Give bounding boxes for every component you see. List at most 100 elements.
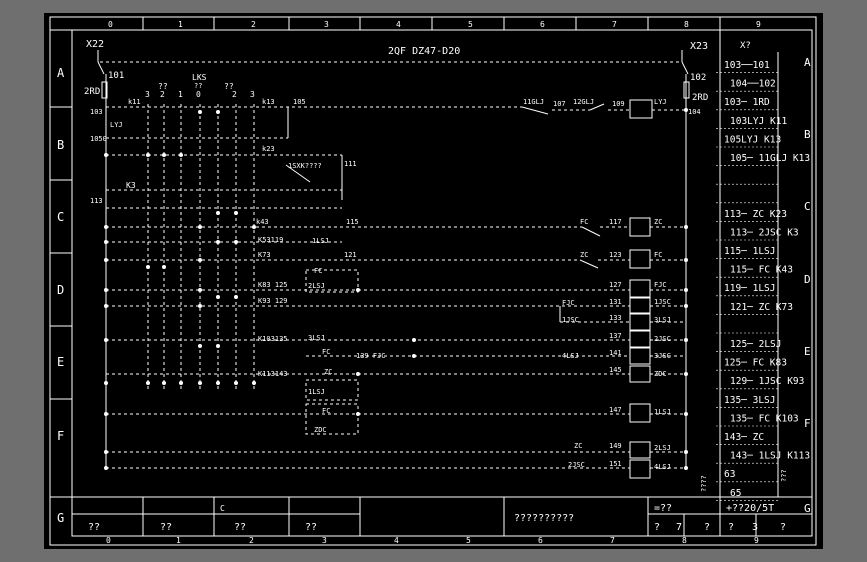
label-k3: K3 — [126, 181, 136, 190]
row-D-left: D — [57, 283, 64, 297]
terminal-row: 125─ FC K83 — [724, 358, 787, 369]
node-105: 105 — [293, 98, 306, 106]
row-E-left: E — [57, 355, 64, 369]
col-1-top: 1 — [178, 20, 183, 29]
title-block: C ?? ?? ?? ?? ?????????? =?? +??20/5T ? … — [72, 496, 812, 536]
label-k53: K53119 — [258, 236, 283, 244]
coil-1lsj — [629, 403, 651, 423]
page-2: ? — [704, 522, 710, 533]
label-113: 113 — [90, 197, 103, 205]
label-145: 145 — [609, 366, 622, 374]
label-2lsj-coil: 2LSJ — [654, 444, 671, 452]
col-5-top: 5 — [468, 20, 473, 29]
label-1jsc-coil: 1JSC — [654, 298, 671, 306]
node-102: 102 — [690, 73, 706, 83]
node-104: 104 — [688, 108, 701, 116]
rung-129: K93 129 FJC 131 1JSC 1JSC 133 3LSJ — [106, 296, 686, 331]
coil-1jsc — [629, 296, 651, 314]
terminal-row: 113─ 2JSC K3 — [730, 227, 799, 238]
terminal-row: 115─ FC K43 — [730, 265, 793, 276]
terminal-row: 115─ 1LSJ — [724, 246, 775, 257]
row-B-left: B — [57, 138, 64, 152]
row-E-right: E — [804, 345, 811, 358]
page-5: ? — [780, 522, 786, 533]
row-ruler-right: A B C D E F G — [804, 56, 811, 515]
label-1lsj-b: 1LSJ — [308, 388, 325, 396]
label-115: 115 — [346, 218, 359, 226]
label-131: 131 — [609, 298, 622, 306]
label-2lsj: 2LSJ — [308, 282, 325, 290]
switch-pos-right-2: 2 — [232, 90, 237, 99]
label-k113: K113143 — [258, 370, 288, 378]
label-zc-149: ZC — [574, 442, 582, 450]
label-141: 141 — [609, 349, 622, 357]
col-0-top: 0 — [108, 20, 113, 29]
label-lyj: LYJ — [110, 121, 123, 129]
switch-label2: ?? — [194, 82, 202, 90]
column-ruler-top: 0 1 2 3 4 5 6 7 8 9 — [108, 17, 761, 30]
rung-k23: k23 1SXK???? 111 K3 113 — [90, 145, 357, 209]
col-4-top: 4 — [396, 20, 401, 29]
drawing-name: ?????????? — [514, 513, 574, 524]
terminal-row: 121─ ZC K73 — [730, 302, 793, 313]
coil-4lsj — [629, 459, 651, 479]
side-label-left: ???? — [700, 475, 708, 492]
switch-pos-center: 0 — [196, 90, 201, 99]
col-1-bottom: 1 — [176, 536, 181, 545]
switch-label: LKS — [192, 73, 207, 82]
label-zdc-coil: ZDC — [654, 370, 667, 378]
fuse-left — [101, 81, 108, 99]
label-3lsj: 3LSJ — [308, 334, 325, 342]
page-4: 3 — [752, 522, 758, 533]
label-k73: K73 — [258, 251, 271, 259]
label-fjc-131: FJC — [562, 299, 575, 307]
label-1jsc-133: 1JSC — [562, 316, 579, 324]
label-12glj: 12GLJ — [573, 98, 594, 106]
label-fc-b: FC — [322, 348, 330, 356]
label-k13: k13 — [262, 98, 275, 106]
label-fc-a: FC — [314, 267, 322, 275]
title-left-0: ?? — [88, 522, 100, 533]
label-123: 123 — [609, 251, 622, 259]
terminal-row: 63 — [724, 469, 735, 480]
selector-switch: LKS ?? 3 ?? 2 1 0 ?? 2 3 — [145, 73, 255, 392]
terminal-title: X? — [740, 41, 751, 51]
breaker-bus: X22 X23 2QF DZ47-D20 101 102 2RD 2RD 103… — [84, 39, 708, 116]
rung-135: K103135 3LSJ 137 2JSC FC 139 FJC 4LSJ 14… — [106, 330, 686, 365]
col-9-top: 9 — [756, 20, 761, 29]
coil-2jsc — [629, 330, 651, 348]
label-111: 111 — [344, 160, 357, 168]
side-label-right: ??? — [780, 469, 788, 482]
terminal-row: 105─ 11GLJ K13 — [730, 153, 810, 164]
label-lyj-coil: LYJ — [654, 98, 667, 106]
label-1050: 1050 — [90, 135, 107, 143]
terminal-row: 135─ 3LSJ — [724, 395, 775, 406]
x23-label: X23 — [690, 41, 708, 52]
label-k43: k43 — [256, 218, 269, 226]
terminal-row: 103LYJ K11 — [730, 116, 787, 127]
terminal-row: 103─ 1RD — [724, 97, 770, 108]
fuse-right-label: 2RD — [692, 93, 708, 103]
rung-149-151: ZC 149 2LSJ 2JSC 151 4LSJ — [106, 441, 686, 479]
terminal-row: 113─ ZC K23 — [724, 209, 787, 220]
drawing-area — [44, 13, 823, 549]
terminal-row: 65 — [730, 488, 741, 499]
col-6-top: 6 — [540, 20, 545, 29]
coil-lyj — [629, 99, 653, 119]
switch-pos-left-1: 1 — [178, 90, 183, 99]
label-zc-123: ZC — [580, 251, 588, 259]
label-k11: k11 — [128, 98, 141, 106]
label-k23: k23 — [262, 145, 275, 153]
row-F-left: F — [57, 429, 64, 443]
row-ruler-left: A B C D E F G — [50, 66, 72, 525]
label-fjc-coil: FJC — [654, 281, 667, 289]
switch-pos-left-q: ?? — [158, 82, 168, 91]
label-147: 147 — [609, 406, 622, 414]
col-5-bottom: 5 — [466, 536, 471, 545]
rung-143: K113143 ZC 1LSJ 145 ZDC — [106, 365, 686, 401]
label-121: 121 — [344, 251, 357, 259]
terminal-row: 103──101 — [724, 60, 770, 71]
rung-147: FC ZDC 147 1LSJ — [106, 403, 686, 435]
terminal-row: 105LYJ K13 — [724, 134, 781, 145]
label-fc-117: FC — [580, 218, 588, 226]
